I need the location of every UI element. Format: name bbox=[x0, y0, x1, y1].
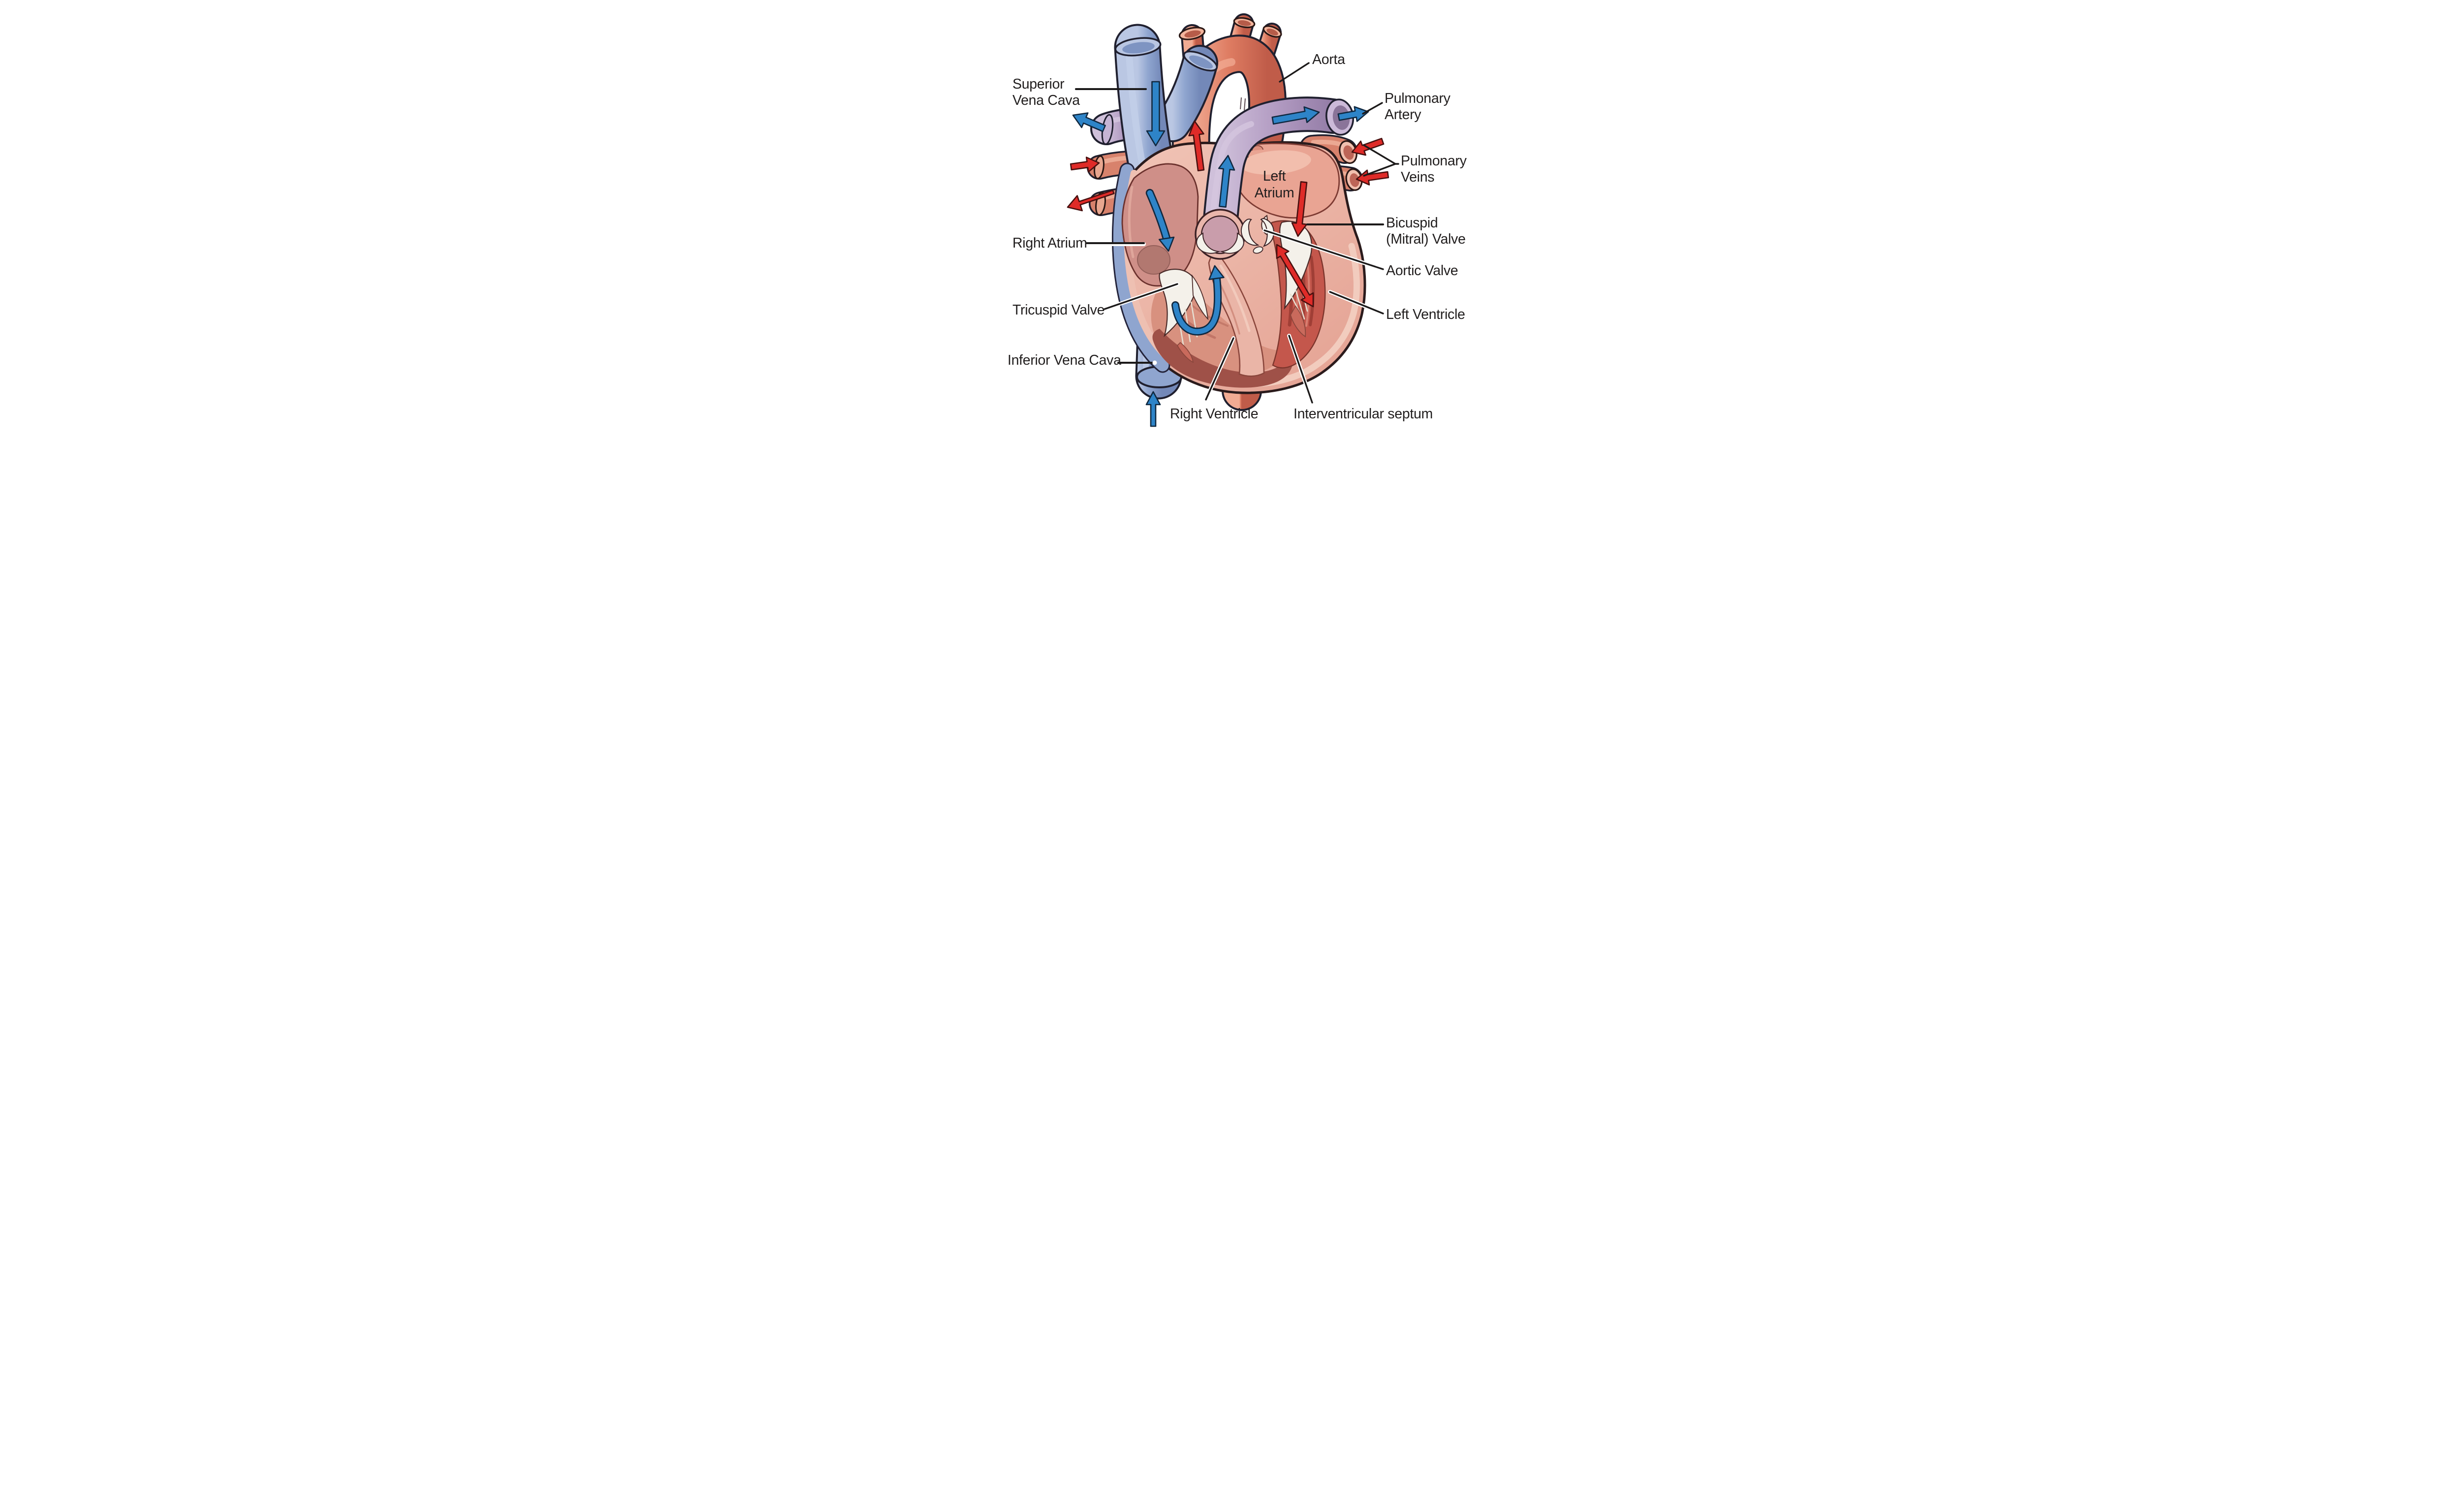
interventricular-septum-label: Interventricular septum bbox=[1294, 406, 1433, 422]
tricuspid-valve-label: Tricuspid Valve bbox=[1012, 302, 1104, 318]
lv-papillary-muscle bbox=[1290, 305, 1306, 338]
inferior-vena-cava-label: Inferior Vena Cava bbox=[1008, 352, 1121, 368]
pulmonary-veins-label: Pulmonary bbox=[1401, 153, 1467, 169]
ivc-flow-arrow bbox=[1145, 391, 1161, 427]
heart-diagram-canvas: Superior Vena Cava Aorta Pulmonary Arter… bbox=[845, 0, 1616, 431]
heart-diagram: Superior Vena Cava Aorta Pulmonary Arter… bbox=[845, 0, 1616, 431]
right-atrium-flow-arrow bbox=[1145, 189, 1175, 252]
rv-papillary-muscle bbox=[1176, 342, 1194, 363]
pulmonary-veins-label: Veins bbox=[1401, 169, 1434, 185]
right-ventricle-leader-line bbox=[1204, 336, 1235, 402]
svc-flow-arrow bbox=[1146, 81, 1166, 147]
left-atrium-label: Atrium bbox=[1255, 185, 1294, 201]
pulmonary-artery-label: Artery bbox=[1385, 107, 1421, 123]
aortic-valve-leader-line bbox=[1262, 228, 1385, 271]
right-atrium-label: Right Atrium bbox=[1012, 235, 1087, 251]
left-atrium-chamber bbox=[1233, 143, 1340, 219]
pulmonary-veins-leader-line bbox=[1363, 144, 1399, 177]
pulmonary-artery-exit-flow-arrow bbox=[1337, 106, 1369, 122]
bicuspid-mitral-valve-label: Bicuspid bbox=[1386, 215, 1438, 231]
tricuspid-valve-leader-line bbox=[1103, 282, 1179, 311]
leader-lines bbox=[1075, 62, 1399, 405]
blue-flow-arrows bbox=[1072, 81, 1369, 427]
left-ventricle-label: Left Ventricle bbox=[1386, 307, 1465, 322]
left-ventricle-flow-arrow bbox=[1276, 244, 1314, 308]
labels: Superior Vena Cava Aorta Pulmonary Arter… bbox=[1008, 52, 1467, 422]
superior-vena-cava-label: Superior bbox=[1012, 76, 1065, 92]
inferior-vena-cava-leader-line bbox=[1117, 360, 1157, 365]
superior-vena-cava-label: Vena Cava bbox=[1012, 93, 1080, 108]
left-atrium-mitral-flow-arrow bbox=[1291, 181, 1308, 237]
aorta-label: Aorta bbox=[1312, 52, 1345, 67]
left-ventricle-leader-line bbox=[1328, 290, 1385, 315]
right-atrium-leader-line bbox=[1085, 242, 1146, 246]
aorta-leader-line bbox=[1279, 62, 1310, 83]
bicuspid-mitral-valve-label: (Mitral) Valve bbox=[1386, 231, 1466, 247]
aortic-valve-label: Aortic Valve bbox=[1386, 263, 1458, 279]
pulmonary-valve-structure bbox=[1195, 209, 1246, 260]
left-pulmonary-vein-out-flow-arrow bbox=[1067, 189, 1115, 212]
left-pulmonary-artery-flow-arrow bbox=[1072, 112, 1106, 132]
interventricular-septum-leader-line bbox=[1287, 334, 1314, 405]
aorta-flow-arrow bbox=[1188, 120, 1205, 172]
left-pulmonary-vein-in-flow-arrow bbox=[1070, 157, 1100, 173]
right-ventricle-label: Right Ventricle bbox=[1170, 406, 1258, 422]
left-atrium-label: Left bbox=[1263, 168, 1286, 184]
pulmonary-artery-leader-line bbox=[1362, 102, 1383, 115]
pulmonary-artery-flow-arrow bbox=[1271, 106, 1320, 125]
fossa-ovalis bbox=[1137, 245, 1170, 275]
pulmonary-trunk-flow-arrow bbox=[1218, 155, 1235, 208]
aorta-pa-junction-marks bbox=[1240, 97, 1246, 111]
right-ventricle-flow-arrow bbox=[1171, 265, 1225, 336]
pulmonary-artery-label: Pulmonary bbox=[1385, 91, 1451, 106]
